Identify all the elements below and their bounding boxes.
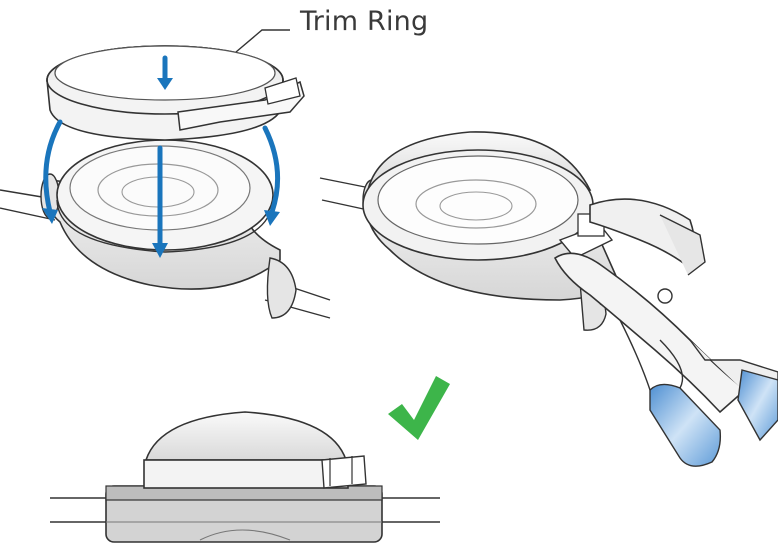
plier-handle-right: [737, 369, 778, 442]
panel-pliers-crimp: [319, 131, 778, 467]
pliers-icon: [553, 198, 778, 467]
dome-3: [144, 411, 348, 461]
plier-handle-left: [649, 383, 722, 467]
arrow-heads: [42, 78, 280, 258]
panel-exploded-view: [0, 29, 331, 319]
checkmark-icon: [388, 376, 450, 440]
panel-installed-side: [50, 411, 440, 543]
arrow-down-icon: [43, 55, 281, 248]
trim-ring-label: Trim Ring: [300, 6, 429, 37]
pipe-clamp-right: [266, 257, 297, 319]
trim-ring-installed-3: [143, 459, 349, 489]
callout-leader: [235, 29, 290, 53]
